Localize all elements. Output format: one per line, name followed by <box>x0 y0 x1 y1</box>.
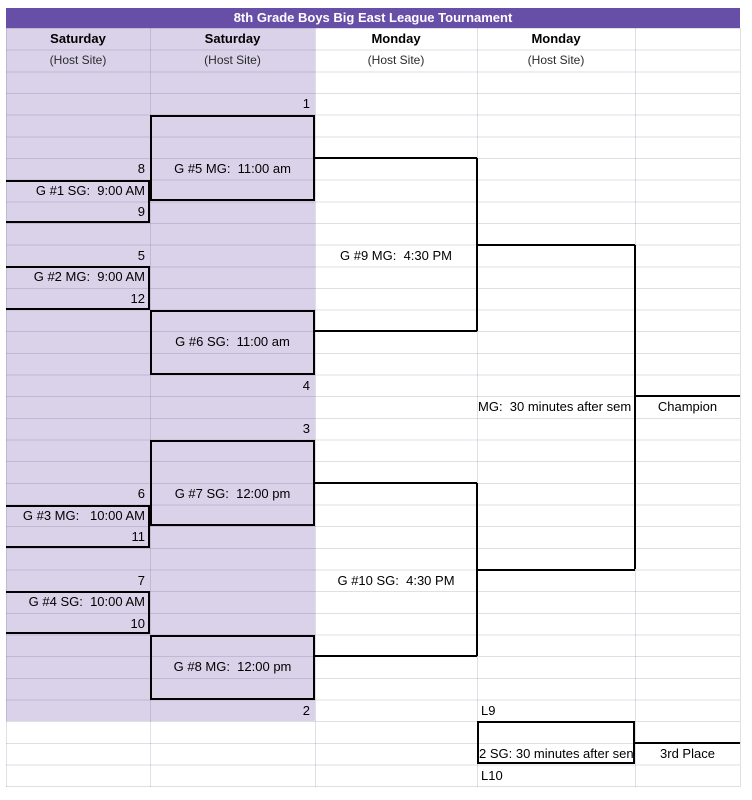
gridline-col-b-c <box>315 28 316 787</box>
game9-winner-line <box>477 243 635 246</box>
col-header-site-2: (Host Site) <box>204 52 261 67</box>
game9-label: G #9 MG: 4:30 PM <box>340 247 452 263</box>
game4-label: G #4 SG: 10:00 AM <box>28 594 145 610</box>
game3-bottom-seed: 11 <box>131 529 146 545</box>
game8-seed: 2 <box>302 702 310 718</box>
game3-top-seed: 6 <box>137 485 145 501</box>
game2-label: G #2 MG: 9:00 AM <box>33 269 145 285</box>
game1-label: G #1 SG: 9:00 AM <box>35 182 145 198</box>
game8-winner-line <box>315 655 477 658</box>
third-place-feeder-top: L9 <box>481 702 496 718</box>
game5-seed: 1 <box>302 96 310 111</box>
gridline-col-left-edge <box>6 28 7 787</box>
game3-box <box>6 504 150 548</box>
game4-bottom-seed: 10 <box>130 615 145 631</box>
game2-bottom-seed: 12 <box>130 290 145 306</box>
col-header-site-1: (Host Site) <box>49 52 107 67</box>
third-place-label: 2 SG: 30 minutes after sen <box>479 745 633 761</box>
game7-box <box>150 439 315 527</box>
third-place-feeder-bottom: L10 <box>481 767 503 783</box>
column-a-fill <box>6 28 150 722</box>
third-place-winner-label: 3rd Place <box>660 745 715 761</box>
final-label: MG: 30 minutes after sem <box>478 399 632 415</box>
game4-box <box>6 591 150 635</box>
col-header-day-2: Saturday <box>204 31 261 46</box>
tournament-title: 8th Grade Boys Big East League Tournamen… <box>6 8 740 28</box>
game10-winner-line <box>477 568 635 571</box>
game2-top-seed: 5 <box>137 247 145 263</box>
game6-seed: 4 <box>302 377 310 393</box>
game8-label: G #8 MG: 12:00 pm <box>173 659 292 675</box>
col-header-day-3: Monday <box>371 31 421 46</box>
col-header-day-1: Saturday <box>50 31 106 46</box>
col-header-site-3: (Host Site) <box>367 52 425 67</box>
final-bracket-line <box>634 244 636 570</box>
gridline-col-a-b <box>150 28 151 787</box>
third-place-box <box>477 721 635 765</box>
champion-label: Champion <box>657 399 718 415</box>
game7-label: G #7 SG: 12:00 pm <box>174 485 291 501</box>
game8-box <box>150 634 315 700</box>
game6-box <box>150 309 315 375</box>
game1-bottom-seed: 9 <box>137 204 145 220</box>
game5-winner-line <box>315 157 477 159</box>
game6-winner-line <box>315 330 477 333</box>
col-header-site-4: (Host Site) <box>527 52 585 67</box>
third-place-line <box>635 741 740 744</box>
game5-label: G #5 MG: 11:00 am <box>174 161 291 176</box>
game10-label: G #10 SG: 4:30 PM <box>337 572 455 588</box>
game2-box <box>6 266 150 310</box>
game7-seed: 3 <box>302 420 310 436</box>
horizontal-gridlines <box>6 28 740 787</box>
champion-line <box>635 395 740 398</box>
col-header-day-4: Monday <box>531 31 581 46</box>
game6-label: G #6 SG: 11:00 am <box>175 334 290 350</box>
gridline-col-right-edge <box>740 28 741 787</box>
game5-box <box>150 114 315 202</box>
game1-top-seed: 8 <box>137 161 145 176</box>
game7-winner-line <box>315 481 477 484</box>
game1-box <box>6 179 150 223</box>
gridline-col-c-d <box>477 28 478 787</box>
game3-label: G #3 MG: 10:00 AM <box>22 507 145 523</box>
game4-top-seed: 7 <box>137 572 145 588</box>
